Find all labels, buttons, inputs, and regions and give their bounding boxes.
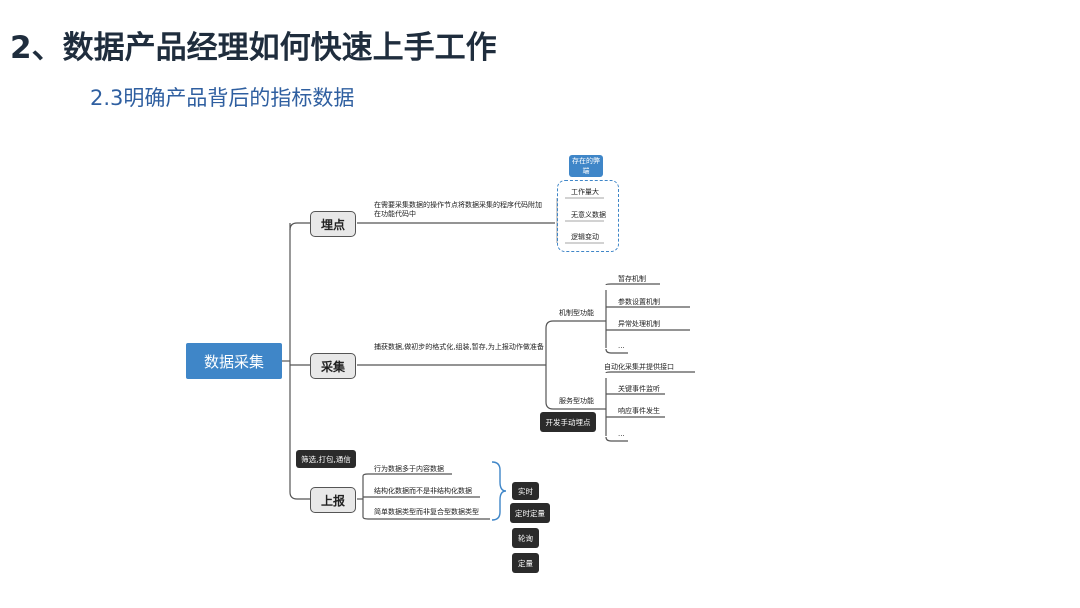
upload-item: 简单数据类型而非复合型数据类型: [374, 508, 479, 516]
root-node[interactable]: 数据采集: [186, 343, 282, 379]
drawback-item: 无意义数据: [571, 211, 606, 219]
service-item: ...: [618, 430, 625, 438]
upload-mode-tag[interactable]: 定量: [512, 553, 539, 573]
caiji-description: 捕获数据,做初步的格式化,组装,暂存,为上报动作做准备: [374, 343, 544, 351]
upload-item: 行为数据多于内容数据: [374, 465, 444, 473]
mechanism-label: 机制型功能: [559, 309, 594, 317]
upload-mode-tag[interactable]: 定时定量: [510, 503, 550, 523]
node-shangbao[interactable]: 上报: [310, 487, 356, 513]
drawback-item: 工作量大: [571, 188, 599, 196]
mechanism-item: 参数设置机制: [618, 298, 660, 306]
node-maidian[interactable]: 埋点: [310, 211, 356, 237]
mechanism-item: ...: [618, 342, 625, 350]
node-caiji[interactable]: 采集: [310, 353, 356, 379]
slide-subtitle: 2.3明确产品背后的指标数据: [90, 86, 355, 110]
drawback-tag[interactable]: 存在的弊端: [569, 155, 603, 177]
upload-mode-tag[interactable]: 轮询: [512, 528, 539, 548]
upload-mode-tag[interactable]: 实时: [512, 482, 539, 500]
slide-title: 2、数据产品经理如何快速上手工作: [10, 30, 497, 66]
service-item: 关键事件监听: [618, 385, 660, 393]
drawback-group-box: [557, 180, 619, 252]
upload-process-tag[interactable]: 筛选,打包,通信: [296, 450, 356, 468]
mechanism-item: 异常处理机制: [618, 320, 660, 328]
maidian-description: 在需要采集数据的操作节点将数据采集的程序代码附加在功能代码中: [374, 201, 542, 218]
upload-item: 结构化数据而不是非结构化数据: [374, 487, 472, 495]
service-item: 响应事件发生: [618, 407, 660, 415]
service-label: 服务型功能: [559, 397, 594, 405]
service-item: 自动化采集并提供接口: [604, 363, 674, 371]
mechanism-item: 暂存机制: [618, 275, 646, 283]
manual-tracking-tag[interactable]: 开发手动埋点: [540, 412, 596, 432]
drawback-item: 逻辑变动: [571, 233, 599, 241]
